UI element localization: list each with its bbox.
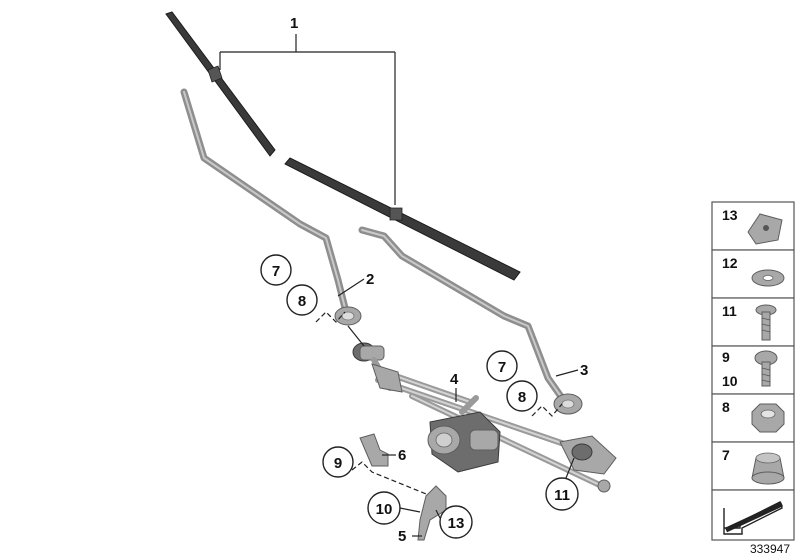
callout-11-leader	[565, 457, 575, 479]
callout-7-left-label: 7	[272, 263, 280, 280]
callout-8-right-label: 8	[518, 389, 526, 406]
panel-item-7[interactable]: 7	[711, 441, 795, 491]
panel-item-12[interactable]: 12	[711, 249, 795, 299]
callout-7-8-left-leader	[315, 311, 346, 323]
callout-5-label: 5	[398, 528, 406, 545]
callout-9-leader	[351, 461, 437, 499]
panel-10-label: 10	[722, 373, 738, 389]
callout-7-right-label: 7	[498, 359, 506, 376]
callout-10-leader	[399, 507, 421, 513]
callout-8-right-circle	[506, 380, 538, 412]
callout-1-label: 1	[290, 15, 298, 32]
panel-item-9-10[interactable]: 9 10	[711, 345, 795, 395]
callout-8-left-circle	[286, 284, 318, 316]
screw-icon	[754, 350, 778, 387]
callout-9-label: 9	[334, 455, 342, 472]
panel-11-label: 11	[722, 303, 737, 319]
small-parts-panel: 13 12 11 9 10	[711, 201, 795, 541]
bracket-item-5[interactable]	[417, 485, 447, 541]
panel-item-11[interactable]: 11	[711, 297, 795, 347]
panel-13-label: 13	[722, 207, 738, 223]
callout-7-left-circle	[260, 254, 292, 286]
callout-11-label: 11	[554, 487, 570, 504]
callout-13-leader	[435, 509, 441, 519]
wiper-motor[interactable]	[427, 395, 501, 473]
panel-7-label: 7	[722, 447, 730, 463]
panel-item-13[interactable]: 13	[711, 201, 795, 251]
panel-12-label: 12	[722, 255, 738, 271]
panel-arrow-symbol	[711, 489, 795, 541]
callout-3-leader	[555, 369, 579, 377]
panel-item-8[interactable]: 8	[711, 393, 795, 443]
right-wiper-blade[interactable]	[284, 157, 521, 281]
callout-13-label: 13	[448, 515, 465, 532]
callout-11-circle	[545, 477, 579, 511]
callout-7-8-right-leader	[531, 403, 563, 417]
left-wiper-arm[interactable]	[180, 88, 362, 326]
callout-3-label: 3	[580, 362, 588, 379]
panel-9-label: 9	[722, 349, 730, 365]
callout-2-leader	[337, 278, 365, 297]
hex-nut-icon	[751, 403, 785, 433]
figure-id: 333947	[750, 542, 790, 556]
bracket-item-6[interactable]	[359, 433, 389, 467]
callout-2-label: 2	[366, 271, 374, 288]
cover-cap-icon	[751, 452, 785, 485]
right-wiper-arm[interactable]	[358, 226, 583, 415]
callout-7-right-circle	[486, 350, 518, 382]
callout-10-label: 10	[376, 501, 393, 518]
callout-1-bracket	[219, 34, 396, 205]
callout-9-circle	[322, 446, 354, 478]
panel-8-label: 8	[722, 399, 730, 415]
bolt-icon	[755, 304, 777, 341]
callout-4-label: 4	[450, 371, 459, 388]
callout-13-circle	[439, 505, 473, 539]
left-wiper-blade[interactable]	[165, 11, 276, 157]
callout-8-left-label: 8	[298, 293, 306, 310]
callout-6-label: 6	[398, 447, 406, 464]
